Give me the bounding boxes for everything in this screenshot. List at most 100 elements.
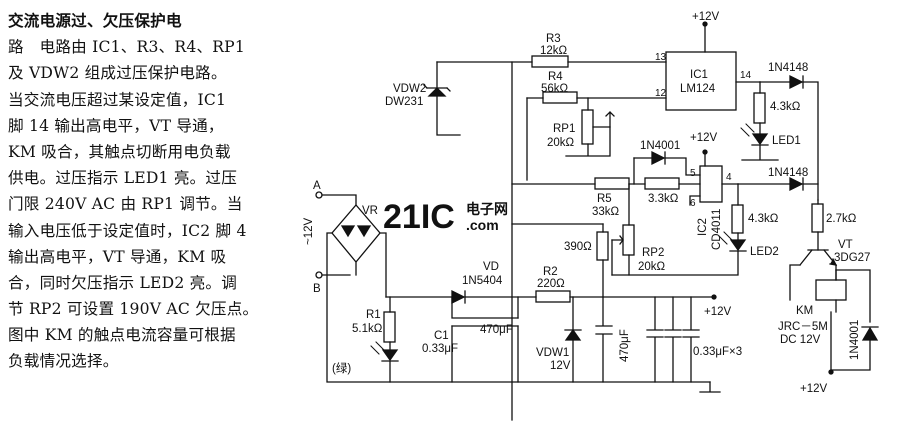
vcc-dot — [702, 149, 708, 155]
diode-1n4001-a — [651, 150, 666, 166]
vt-base-wire — [802, 81, 819, 201]
r3-resistor — [531, 55, 569, 68]
cap-033-c — [682, 296, 700, 383]
article-text: 交流电源过、欠压保护电 路 电路由 IC1、R3、R4、RP1 及 VDW2 组… — [8, 8, 300, 375]
label-km: KM — [796, 305, 813, 317]
km-wire — [835, 269, 871, 323]
label-1n4001-a: 1N4001 — [640, 140, 680, 152]
label-c1: C1 — [434, 330, 449, 342]
r390-resistor — [596, 231, 609, 261]
article-line: 门限 240V AC 由 RP1 调节。当 — [8, 195, 243, 214]
label-vd-part: 1N5404 — [462, 275, 503, 287]
label-vdw2: VDW2 — [393, 83, 426, 95]
vcc-dot — [828, 369, 834, 375]
article-line: 图中 KM 的触点电流容量可根据 — [8, 326, 236, 345]
r33k-resistor — [644, 177, 680, 190]
label-rp2: RP2 — [642, 247, 664, 259]
watermark-logo: 21IC 电子网 .com — [383, 198, 508, 236]
label-terminal-a: A — [313, 180, 321, 192]
label-r4-value: 56kΩ — [541, 83, 569, 95]
bridge-wire — [355, 232, 387, 298]
label-terminal-b: B — [313, 283, 321, 295]
rp2-wiper — [611, 235, 624, 245]
article-line: 负载情况选择。 — [8, 352, 119, 371]
article-line: 节 RP2 可设置 190V AC 欠压点。 — [8, 300, 259, 319]
vdw2-wire — [436, 95, 461, 136]
r1-resistor — [383, 311, 396, 343]
rp1-wire — [565, 126, 611, 157]
ic2-pin6-wire — [689, 195, 701, 206]
diode-1n4148-b — [789, 176, 804, 192]
km-wire — [830, 311, 871, 371]
rp2-wire — [611, 239, 630, 276]
label-1n4001-b: 1N4001 — [849, 320, 861, 360]
article-line: 路 电路由 IC1、R3、R4、RP1 — [8, 38, 245, 57]
label-r2-value: 220Ω — [537, 278, 565, 290]
vcc-dot — [711, 294, 717, 300]
label-r3-value: 12kΩ — [540, 45, 568, 57]
r2-resistor — [535, 290, 571, 303]
label-rp1: RP1 — [553, 123, 575, 135]
diode-1n4001-b — [861, 326, 879, 341]
label-caps-value: 0.33μF×3 — [693, 346, 742, 358]
led2-ground — [611, 250, 739, 276]
label-led2: LED2 — [750, 246, 779, 258]
label-pin14: 14 — [740, 70, 752, 81]
label-1n4148-a: 1N4148 — [768, 62, 808, 74]
rp2-potentiometer — [622, 224, 635, 256]
label-pin13: 13 — [655, 52, 667, 63]
label-vt: VT — [838, 239, 853, 251]
r27k-resistor — [811, 203, 824, 233]
label-r1-value: 5.1kΩ — [352, 323, 383, 335]
rp1-wiper — [592, 111, 615, 128]
vdw1-zener — [564, 328, 582, 341]
vt-wire — [789, 264, 837, 301]
label-vdw2-part: DW231 — [385, 96, 423, 108]
label-vt-part: 3DG27 — [834, 252, 870, 264]
watermark-cn-text: 电子网 — [466, 201, 508, 217]
watermark-logo-text: 21IC — [383, 198, 455, 236]
label-vdw1-value: 12V — [550, 360, 571, 372]
label-4k3-b: 4.3kΩ — [748, 213, 779, 225]
article-line: 脚 14 输出高电平，VT 导通， — [8, 116, 224, 135]
c1-capacitor — [451, 296, 519, 327]
label-ic2: IC2 — [697, 218, 709, 236]
led1-diode — [740, 123, 769, 146]
label-pin4: 4 — [726, 172, 732, 183]
label-pin6: 6 — [690, 198, 696, 209]
label-r4: R4 — [548, 71, 563, 83]
label-pin12: 12 — [655, 88, 667, 99]
terminal-b — [315, 271, 323, 279]
r5-resistor — [594, 177, 630, 190]
article-line: 交流电源过、欠压保护电 — [8, 8, 300, 34]
vt-transistor — [799, 249, 838, 266]
label-2k7: 2.7kΩ — [826, 213, 857, 225]
article-line: 及 VDW2 组成过压保护电路。 — [8, 64, 227, 83]
ac-in-wire — [321, 194, 357, 206]
label-ic1: IC1 — [690, 69, 708, 81]
circuit-schematic: 21IC 电子网 .com — [303, 11, 879, 421]
label-rp1-value: 20kΩ — [547, 137, 575, 149]
label-r1: R1 — [366, 309, 381, 321]
article-title: 交流电源过、欠压保护电 — [8, 12, 182, 30]
ic2-box — [699, 165, 723, 203]
label-c2-value: 470μF — [480, 324, 513, 336]
rail-wire — [436, 61, 513, 421]
label-vdw1: VDW1 — [536, 347, 569, 359]
vd-diode — [451, 289, 466, 305]
article-line: 供电。过压指示 LED1 亮。过压 — [8, 169, 238, 188]
label-390: 390Ω — [564, 241, 592, 253]
c-wire — [451, 325, 519, 383]
r43k-a-resistor — [753, 92, 766, 124]
r43k-b-resistor — [731, 204, 744, 234]
ground-symbol — [699, 381, 721, 393]
label-4k3-a: 4.3kΩ — [770, 101, 801, 113]
article-line: 输出高电平，VT 导通，KM 吸 — [8, 247, 227, 266]
label-r5: R5 — [597, 193, 612, 205]
cap-033-a — [646, 296, 664, 383]
watermark-domain-text: .com — [466, 217, 499, 233]
led1-ground — [741, 144, 779, 161]
diode-1n4148-a — [789, 74, 804, 90]
led-power-diode — [370, 341, 399, 362]
label-vd: VD — [483, 261, 499, 273]
